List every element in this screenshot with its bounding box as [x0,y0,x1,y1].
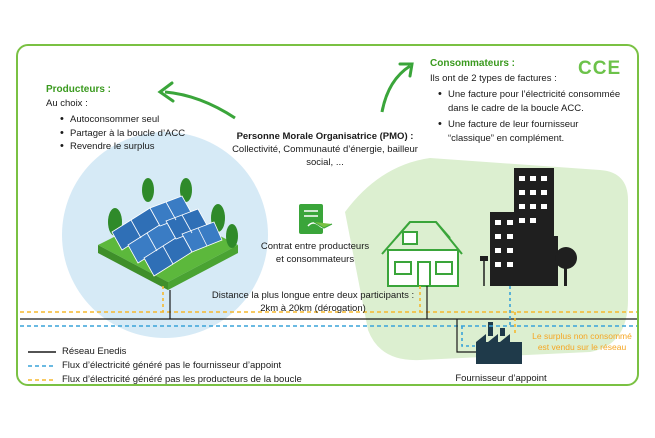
tree-icon [555,247,577,269]
contrat-block: Contrat entre producteurs et consommateu… [244,240,386,266]
producteurs-title: Producteurs : [46,84,112,95]
legend-enedis-label: Réseau Enedis [62,346,127,357]
arrow-to-consommateurs-head [398,62,414,78]
producteurs-block: Producteurs : Au choix : Autoconsommer s… [46,84,216,154]
arrow-to-producteurs [164,90,236,120]
factory-icon [476,322,522,364]
city-buildings [490,168,558,286]
cce-logo: CCE [578,58,622,79]
surplus-line2: est vendu sur le réseau [537,342,627,352]
contract-icon [299,204,333,234]
list-item: Autoconsommer seul [58,113,216,127]
list-item: Partager à la boucle d’ACC [58,127,216,141]
distance-line2: 2km à 20km (dérogation) [260,303,366,314]
list-item: Une facture pour l’électricité consommée… [436,88,640,115]
legend-blue-label: Flux d’électricité généré pas le fournis… [62,360,282,371]
producteurs-subtitle: Au choix : [46,98,88,109]
arrow-to-consommateurs [380,64,411,113]
list-item-line: dans le cadre de la boucle ACC. [448,102,584,114]
list-item: Revendre le surplus [58,140,216,154]
pmo-line1: Collectivité, Communauté d’énergie, bail… [232,144,418,155]
consommateurs-block: Consommateurs : Ils ont de 2 types de fa… [430,58,640,145]
list-item: Une facture de leur fournisseur “classiq… [436,118,640,145]
pmo-line2: social, ... [306,157,344,168]
surplus-line1: Le surplus non consommé [532,331,632,341]
consommateurs-title: Consommateurs : [430,58,516,69]
list-item-line: “classique” en complément. [448,132,565,144]
pmo-block: Personne Morale Organisatrice (PMO) : Co… [212,130,438,169]
solar-panels [111,195,223,277]
fournisseur-label: Fournisseur d’appoint [436,372,566,385]
diagram-frame [16,44,639,386]
distance-block: Distance la plus longue entre deux parti… [190,289,436,315]
pmo-title: Personne Morale Organisatrice (PMO) : [236,131,414,142]
legend-yellow-label: Flux d’électricité généré pas les produc… [62,374,302,385]
list-item-line: Une facture de leur fournisseur [448,119,579,130]
distance-line1: Distance la plus longue entre deux parti… [211,290,415,301]
contrat-line1: Contrat entre producteurs [260,241,370,252]
arrow-to-producteurs-head [157,81,175,103]
fournisseur-text: Fournisseur d’appoint [455,373,547,384]
producteurs-list: Autoconsommer seul Partager à la boucle … [58,113,216,154]
house-illustration [381,221,463,287]
surplus-note: Le surplus non consommé est vendu sur le… [528,331,636,353]
list-item-line: Une facture pour l’électricité consommée [448,89,621,100]
consommateurs-subtitle: Ils ont de 2 types de factures : [430,73,557,84]
consommateurs-list: Une facture pour l’électricité consommée… [436,88,640,145]
contrat-line2: et consommateurs [275,254,355,265]
